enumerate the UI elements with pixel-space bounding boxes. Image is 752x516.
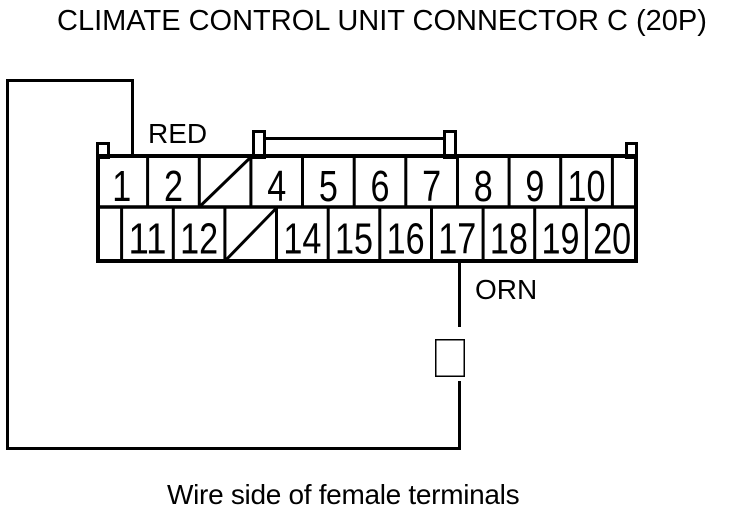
latch-post-left (252, 130, 266, 159)
inline-connector-symbol (435, 339, 465, 377)
pin-number-20: 20 (593, 215, 631, 264)
latch-post-right (443, 130, 457, 159)
pin-number-9: 9 (525, 162, 544, 211)
pin-number-2: 2 (164, 162, 183, 211)
connector-housing (96, 130, 638, 263)
pin-number-16: 16 (387, 215, 425, 264)
pin-number-10: 10 (568, 162, 606, 211)
pin-number-1: 1 (112, 162, 131, 211)
wire-harness (6, 79, 465, 450)
pin-number-14: 14 (283, 215, 321, 264)
page-title: CLIMATE CONTROL UNIT CONNECTOR C (20P) (57, 5, 707, 37)
caption: Wire side of female terminals (167, 479, 520, 510)
pin-number-17: 17 (438, 215, 476, 264)
wire-label-red: RED (148, 118, 207, 149)
pin-number-5: 5 (319, 162, 338, 211)
no-pin-slash (225, 207, 277, 261)
pin-number-11: 11 (128, 215, 166, 264)
pin-number-15: 15 (335, 215, 373, 264)
wire-label-orn: ORN (475, 274, 537, 305)
pin-number-12: 12 (180, 215, 218, 264)
pin-number-4: 4 (267, 162, 286, 211)
pin-number-8: 8 (474, 162, 493, 211)
pin-number-19: 19 (542, 215, 580, 264)
pin-number-6: 6 (371, 162, 390, 211)
wire-path-red-loop (6, 79, 461, 450)
no-pin-slash (199, 156, 251, 207)
pin-number-7: 7 (422, 162, 441, 211)
pin-number-18: 18 (490, 215, 528, 264)
